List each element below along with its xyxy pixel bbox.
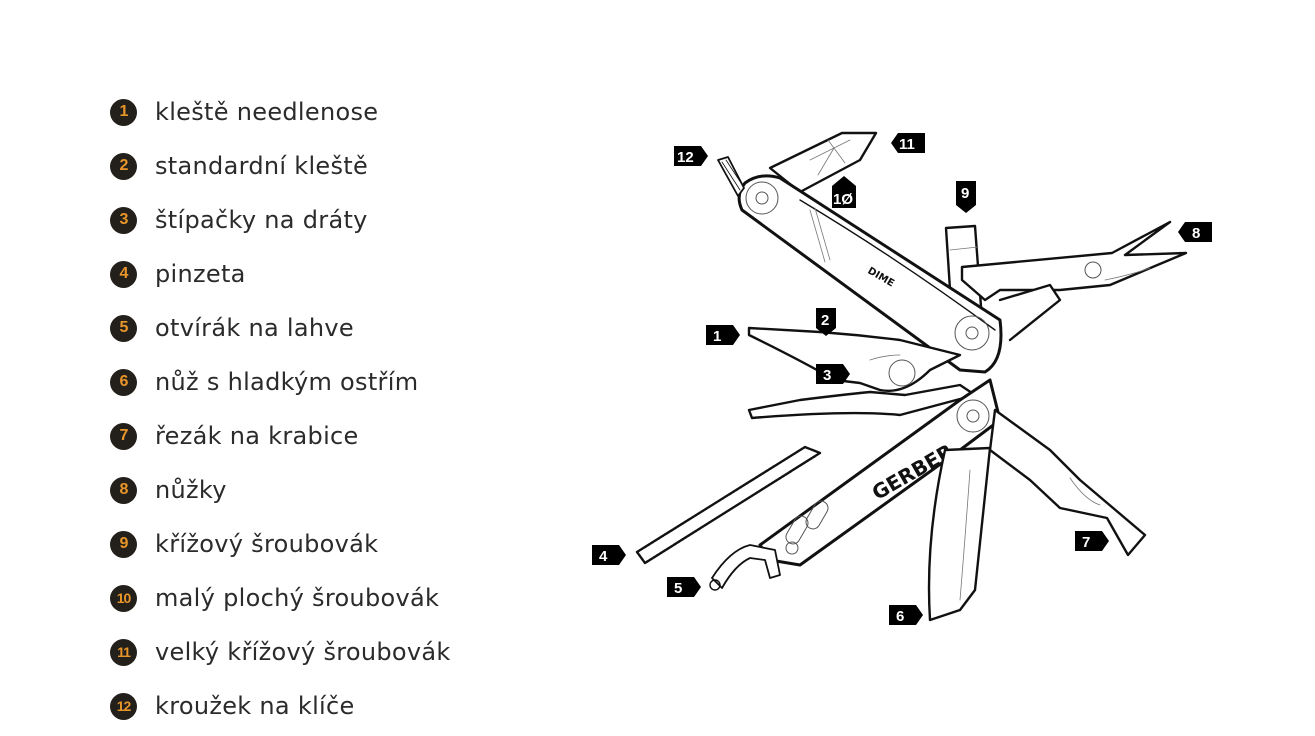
svg-text:1: 1	[713, 328, 721, 345]
svg-text:8: 8	[1192, 225, 1200, 242]
legend-item: 5 otvírák na lahve	[110, 311, 354, 345]
callout-11: 11	[891, 133, 925, 153]
svg-text:6: 6	[896, 608, 904, 625]
svg-text:9: 9	[961, 185, 969, 202]
legend-item: 2 standardní kleště	[110, 149, 368, 183]
legend-label: nůžky	[155, 476, 227, 504]
legend-label: standardní kleště	[155, 152, 369, 180]
legend-label: malý plochý šroubovák	[155, 584, 440, 612]
tweezers	[635, 445, 822, 565]
number-badge: 9	[110, 530, 137, 558]
svg-text:1Ø: 1Ø	[833, 191, 853, 208]
legend-item: 8 nůžky	[110, 473, 227, 507]
legend-item: 7 řezák na krabice	[110, 419, 359, 453]
callout-6: 6	[889, 605, 923, 625]
legend-item: 6 nůž s hladkým ostřím	[110, 365, 418, 399]
legend-item: 12 kroužek na klíče	[110, 689, 355, 723]
legend-label: štípačky na dráty	[155, 206, 368, 234]
upper-handle: DIME	[737, 174, 1003, 374]
key-ring	[717, 156, 745, 197]
number-badge: 2	[110, 152, 137, 180]
legend-label: řezák na krabice	[155, 422, 359, 450]
svg-text:7: 7	[1082, 534, 1090, 551]
callout-10: 1Ø	[832, 176, 856, 208]
number-badge: 6	[110, 368, 137, 396]
number-badge: 4	[110, 260, 137, 288]
legend-label: nůž s hladkým ostřím	[155, 368, 419, 396]
svg-text:12: 12	[677, 149, 694, 166]
callout-12: 12	[674, 146, 708, 166]
svg-text:5: 5	[674, 580, 682, 597]
legend-item: 11 velký křížový šroubovák	[110, 635, 451, 669]
svg-text:3: 3	[823, 367, 831, 384]
number-badge: 7	[110, 422, 137, 450]
legend-label: křížový šroubovák	[155, 530, 379, 558]
bottle-opener	[709, 544, 781, 591]
callout-9: 9	[956, 181, 976, 213]
svg-text:4: 4	[599, 548, 608, 565]
legend-item: 10 malý plochý šroubovák	[110, 581, 439, 615]
scissors	[960, 220, 1188, 342]
pliers	[747, 326, 977, 420]
legend-item: 4 pinzeta	[110, 257, 246, 291]
svg-text:11: 11	[899, 136, 915, 153]
legend-label: otvírák na lahve	[155, 314, 354, 342]
callout-7: 7	[1075, 531, 1109, 551]
svg-text:2: 2	[821, 312, 829, 329]
legend-label: kroužek na klíče	[155, 692, 355, 720]
callout-8: 8	[1178, 222, 1212, 242]
box-cutter	[988, 408, 1147, 557]
legend-label: velký křížový šroubovák	[155, 638, 451, 666]
callout-1: 1	[706, 325, 740, 345]
legend-item: 3 štípačky na dráty	[110, 203, 368, 237]
callout-4: 4	[592, 545, 626, 565]
number-badge: 10	[110, 584, 137, 612]
callout-2: 2	[816, 308, 836, 336]
plain-knife	[927, 446, 992, 622]
number-badge: 12	[110, 692, 137, 720]
number-badge: 8	[110, 476, 137, 504]
number-badge: 3	[110, 206, 137, 234]
legend-label: pinzeta	[155, 260, 246, 288]
number-badge: 5	[110, 314, 137, 342]
number-badge: 11	[110, 638, 137, 666]
legend-item: 1 kleště needlenose	[110, 95, 378, 129]
callout-5: 5	[667, 577, 701, 597]
number-badge: 1	[110, 98, 137, 126]
callout-3: 3	[816, 364, 850, 384]
legend-label: kleště needlenose	[155, 98, 379, 126]
legend-item: 9 křížový šroubovák	[110, 527, 378, 561]
